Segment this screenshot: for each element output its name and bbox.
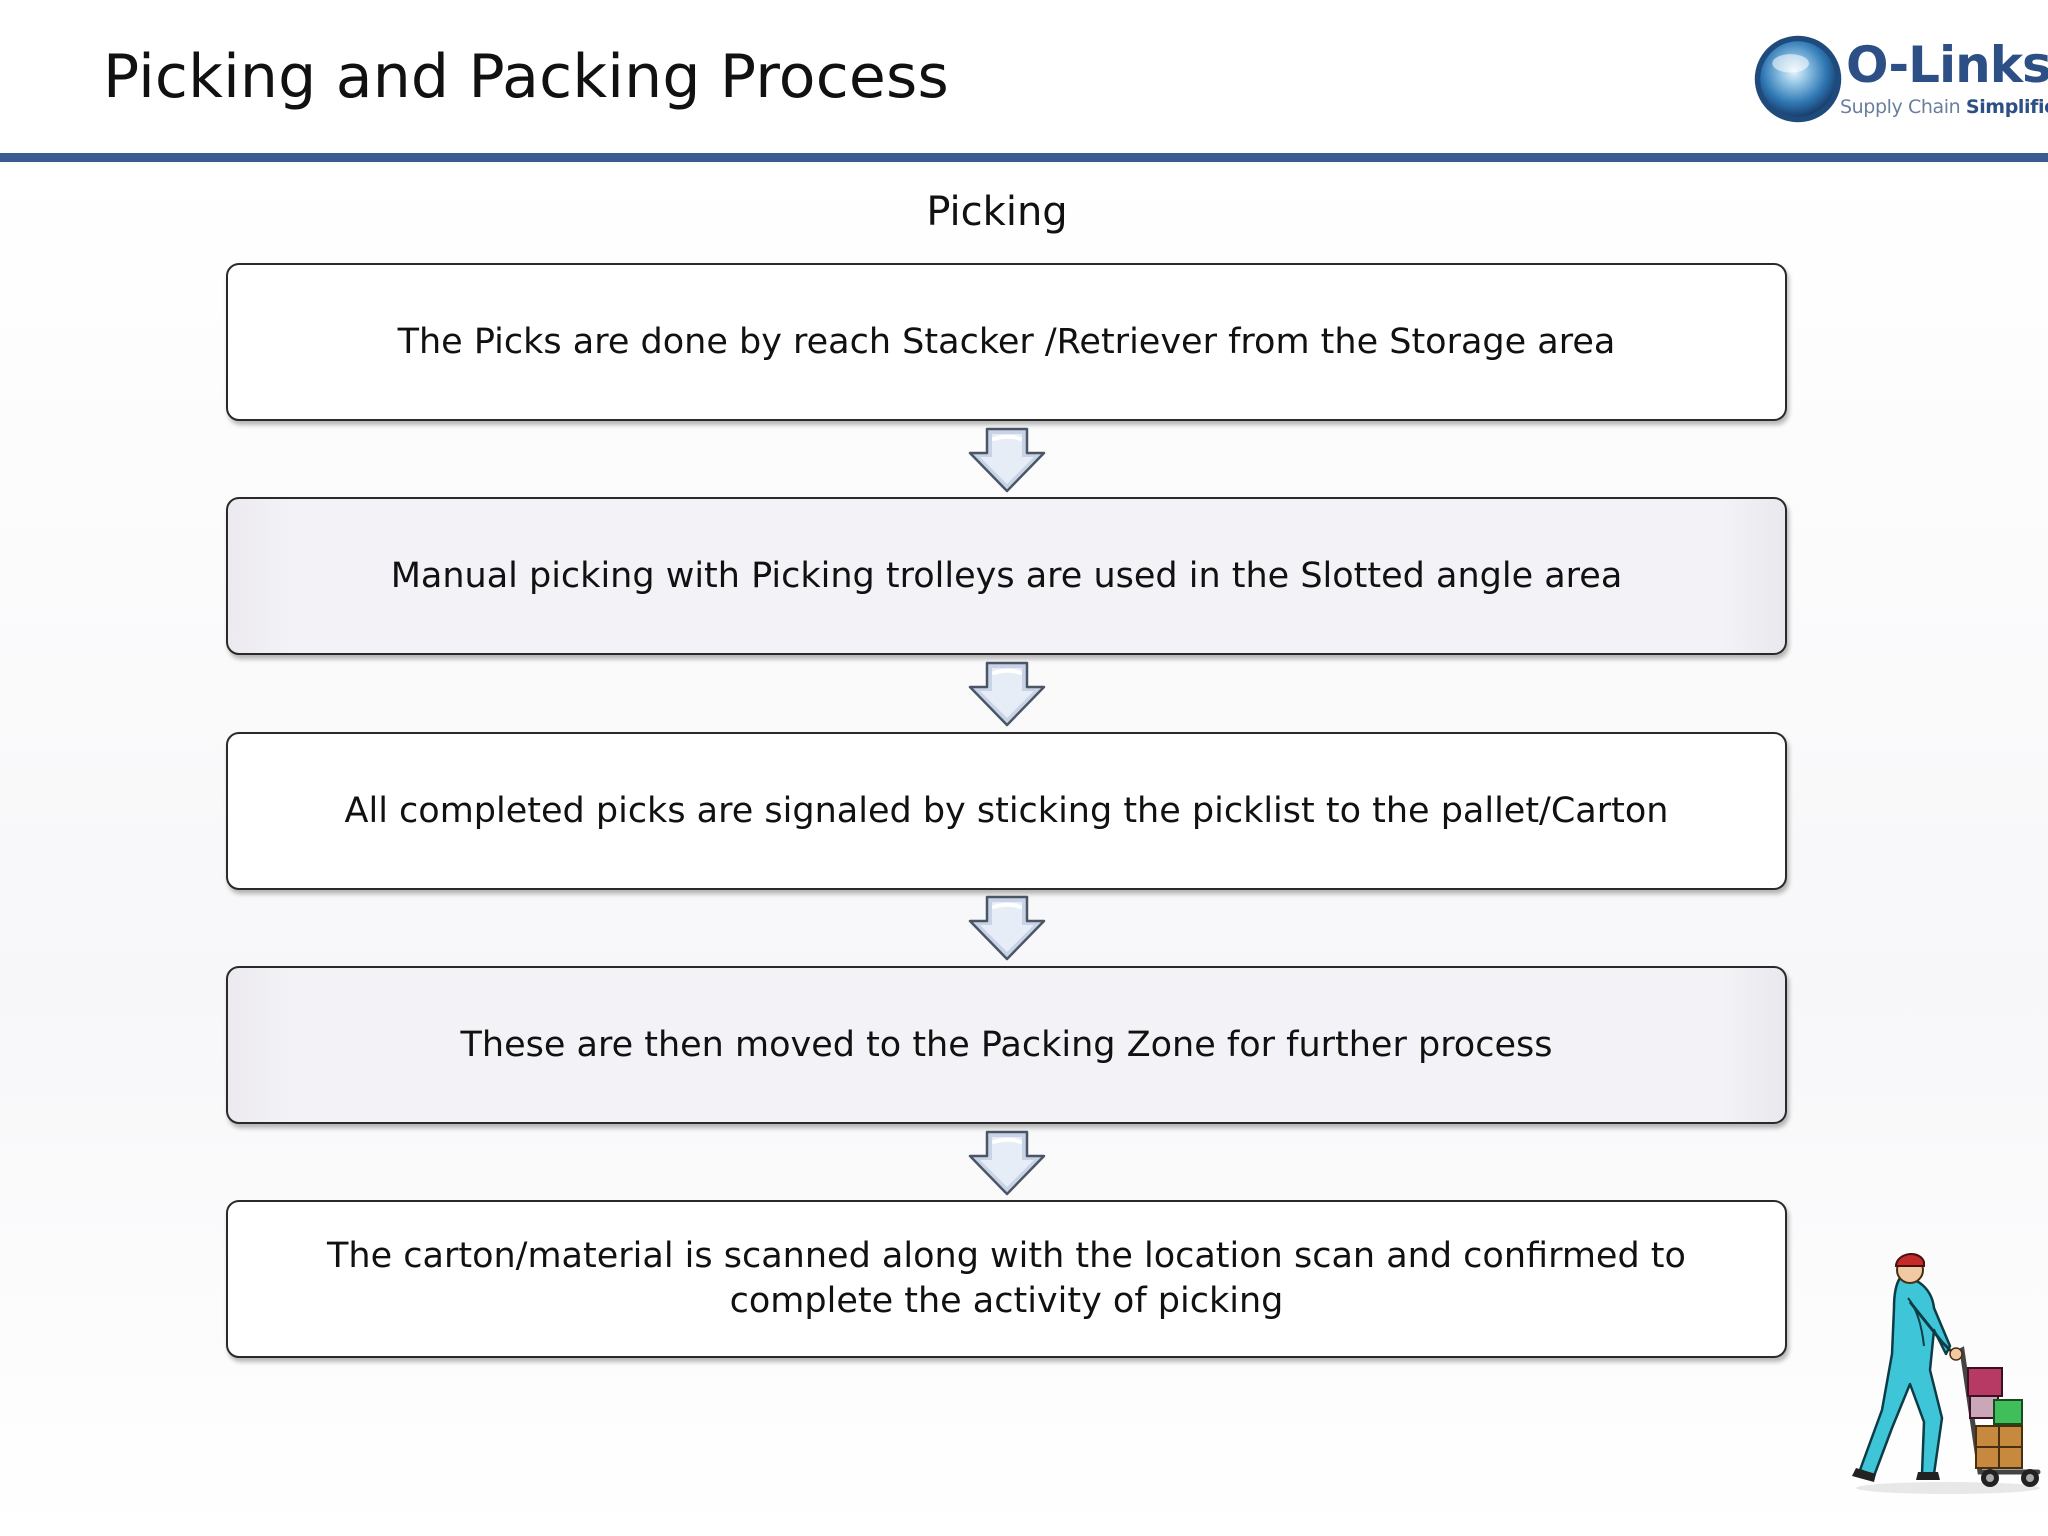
- page-title: Picking and Packing Process: [103, 42, 949, 112]
- logo-tagline-prefix: Supply Chain: [1840, 96, 1961, 118]
- process-step-4: These are then moved to the Packing Zone…: [226, 966, 1787, 1124]
- globe-logo-icon: [1754, 35, 1842, 123]
- worker-with-trolley-icon: [1852, 1253, 2041, 1494]
- section-title: Picking: [926, 189, 1068, 235]
- down-arrow-icon: [968, 895, 1046, 961]
- header-divider: [0, 153, 2048, 162]
- down-arrow-icon: [968, 427, 1046, 493]
- down-arrow-icon: [968, 1130, 1046, 1196]
- process-step-5: The carton/material is scanned along wit…: [226, 1200, 1787, 1358]
- down-arrow-icon: [968, 661, 1046, 727]
- process-step-2: Manual picking with Picking trolleys are…: [226, 497, 1787, 655]
- company-logo: O-Links Supply Chain Simplified: [1746, 30, 2048, 130]
- logo-tagline: Supply Chain Simplified: [1840, 96, 2048, 118]
- process-step-1: The Picks are done by reach Stacker /Ret…: [226, 263, 1787, 421]
- process-step-3: All completed picks are signaled by stic…: [226, 732, 1787, 890]
- logo-tagline-emphasis: Simplified: [1965, 96, 2048, 118]
- logo-wordmark: O-Links: [1846, 36, 2048, 94]
